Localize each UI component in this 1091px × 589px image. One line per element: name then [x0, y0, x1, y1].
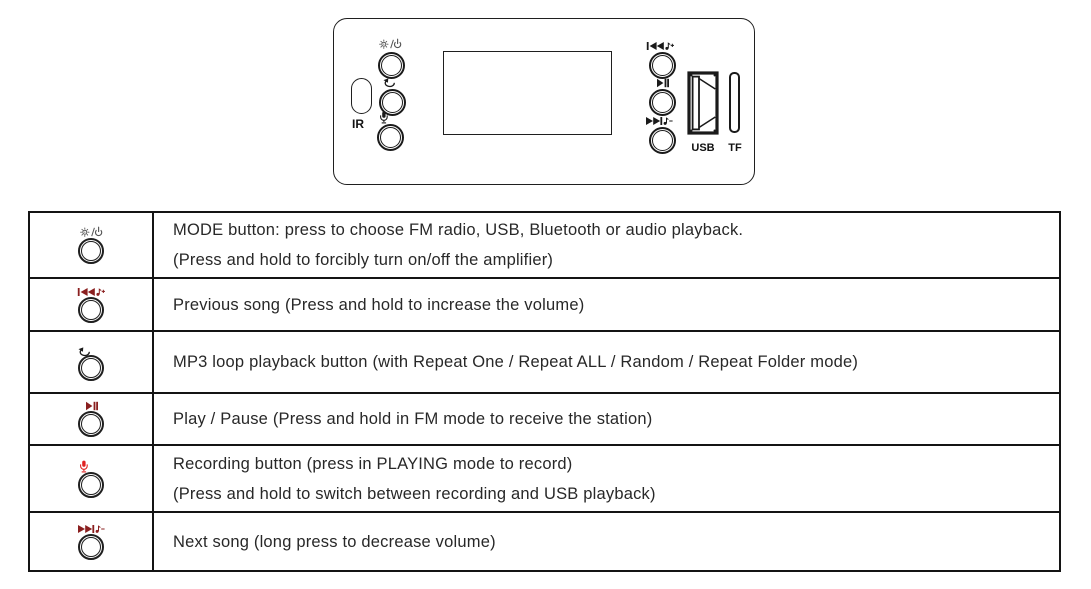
button-illustration: [77, 287, 106, 323]
usb-label: USB: [691, 142, 715, 154]
button-icon-cell: [30, 279, 154, 330]
usb-port-icon: [687, 71, 720, 135]
button-icon-cell: [30, 513, 154, 570]
next-button: [649, 127, 676, 154]
button-circle: [78, 472, 104, 498]
table-row: Recording button (press in PLAYING mode …: [30, 444, 1059, 511]
description-line: Previous song (Press and hold to increas…: [173, 295, 585, 314]
loop-icon: [382, 78, 396, 89]
table-row: MODE button: press to choose FM radio, U…: [30, 213, 1059, 277]
button-circle: [78, 533, 104, 560]
table-row: MP3 loop playback button (with Repeat On…: [30, 330, 1059, 392]
button-description: Next song (long press to decrease volume…: [154, 513, 1059, 570]
button-icon-cell: [30, 394, 154, 444]
lcd-display: [443, 51, 612, 135]
mode-power-button: [378, 52, 405, 79]
microphone-icon: [79, 460, 89, 473]
next-volume-down-icon: [645, 116, 674, 126]
description-line: Recording button (press in PLAYING mode …: [173, 454, 573, 473]
button-illustration: [78, 401, 104, 437]
description-line: MODE button: press to choose FM radio, U…: [173, 221, 744, 239]
mode-power-icon: [79, 226, 103, 238]
previous-volume-up-icon: [77, 287, 106, 297]
play-pause-icon: [656, 78, 669, 88]
device-panel: IR: [333, 18, 755, 185]
description-line: (Press and hold to switch between record…: [173, 484, 656, 503]
ir-receiver-window: [351, 78, 372, 114]
button-illustration: [78, 459, 104, 498]
ir-label: IR: [352, 117, 364, 131]
button-description: Play / Pause (Press and hold in FM mode …: [154, 394, 1059, 444]
button-circle: [78, 296, 104, 323]
table-row: Previous song (Press and hold to increas…: [30, 277, 1059, 330]
button-description: Previous song (Press and hold to increas…: [154, 279, 1059, 330]
button-legend-table: MODE button: press to choose FM radio, U…: [28, 211, 1061, 572]
microphone-icon: [379, 111, 389, 124]
button-illustration: [78, 226, 104, 264]
next-volume-down-icon: [77, 524, 106, 534]
button-illustration: [78, 344, 104, 381]
previous-button: [649, 52, 676, 79]
mode-power-icon: [379, 38, 402, 50]
button-description: MP3 loop playback button (with Repeat On…: [154, 332, 1059, 392]
loop-icon: [77, 346, 91, 358]
table-row: Play / Pause (Press and hold in FM mode …: [30, 392, 1059, 444]
button-icon-cell: [30, 332, 154, 392]
play-pause-button: [649, 89, 676, 116]
button-circle: [78, 411, 104, 437]
button-description: Recording button (press in PLAYING mode …: [154, 446, 1059, 511]
description-line: MP3 loop playback button (with Repeat On…: [173, 353, 859, 371]
button-circle: [78, 238, 104, 264]
table-row: Next song (long press to decrease volume…: [30, 511, 1059, 570]
button-icon-cell: [30, 446, 154, 511]
description-line: (Press and hold to forcibly turn on/off …: [173, 251, 554, 269]
tf-card-slot: [729, 72, 740, 133]
previous-volume-up-icon: [646, 41, 675, 51]
button-description: MODE button: press to choose FM radio, U…: [154, 213, 1059, 277]
loop-button: [379, 89, 406, 116]
play-pause-icon: [85, 401, 98, 411]
button-illustration: [77, 524, 106, 560]
button-circle: [78, 354, 104, 381]
tf-label: TF: [728, 142, 742, 154]
description-line: Next song (long press to decrease volume…: [173, 532, 496, 551]
button-icon-cell: [30, 213, 154, 277]
record-button: [377, 124, 404, 151]
description-line: Play / Pause (Press and hold in FM mode …: [173, 410, 653, 428]
